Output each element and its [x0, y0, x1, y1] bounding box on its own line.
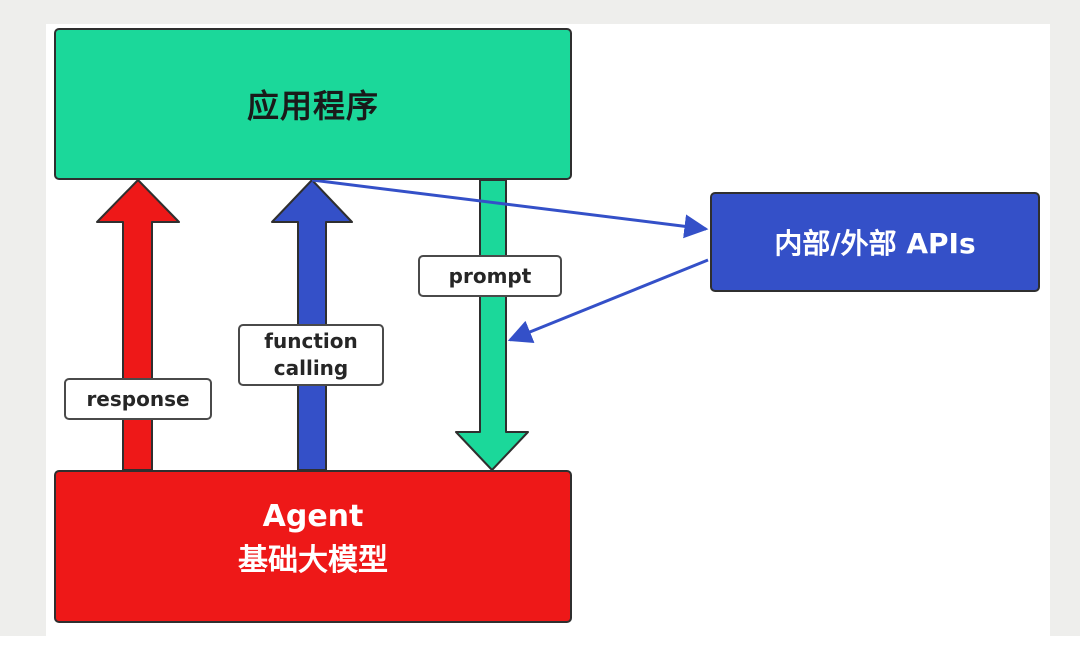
- function-calling-label: function calling: [238, 324, 384, 386]
- app-node: 应用程序: [54, 28, 572, 180]
- agent-node-subtitle: 基础大模型: [238, 542, 388, 578]
- app-node-label: 应用程序: [246, 87, 379, 125]
- response-arrow: [96, 179, 180, 471]
- api-to-prompt-connector: [507, 258, 709, 344]
- app-to-api-connector: [311, 178, 709, 239]
- bottom-strip: [0, 636, 1080, 646]
- function-calling-label-line2: calling: [273, 356, 349, 380]
- agent-node: Agent 基础大模型: [54, 470, 572, 623]
- prompt-label-text: prompt: [448, 263, 532, 288]
- api-node-label: 内部/外部 APIs: [774, 227, 976, 260]
- prompt-label: prompt: [418, 255, 562, 297]
- function-calling-label-line1: function: [264, 329, 358, 353]
- api-node: 内部/外部 APIs: [710, 192, 1040, 292]
- prompt-arrow: [455, 179, 529, 471]
- agent-node-title: Agent: [262, 498, 364, 534]
- response-label: response: [64, 378, 212, 420]
- response-label-text: response: [86, 386, 190, 411]
